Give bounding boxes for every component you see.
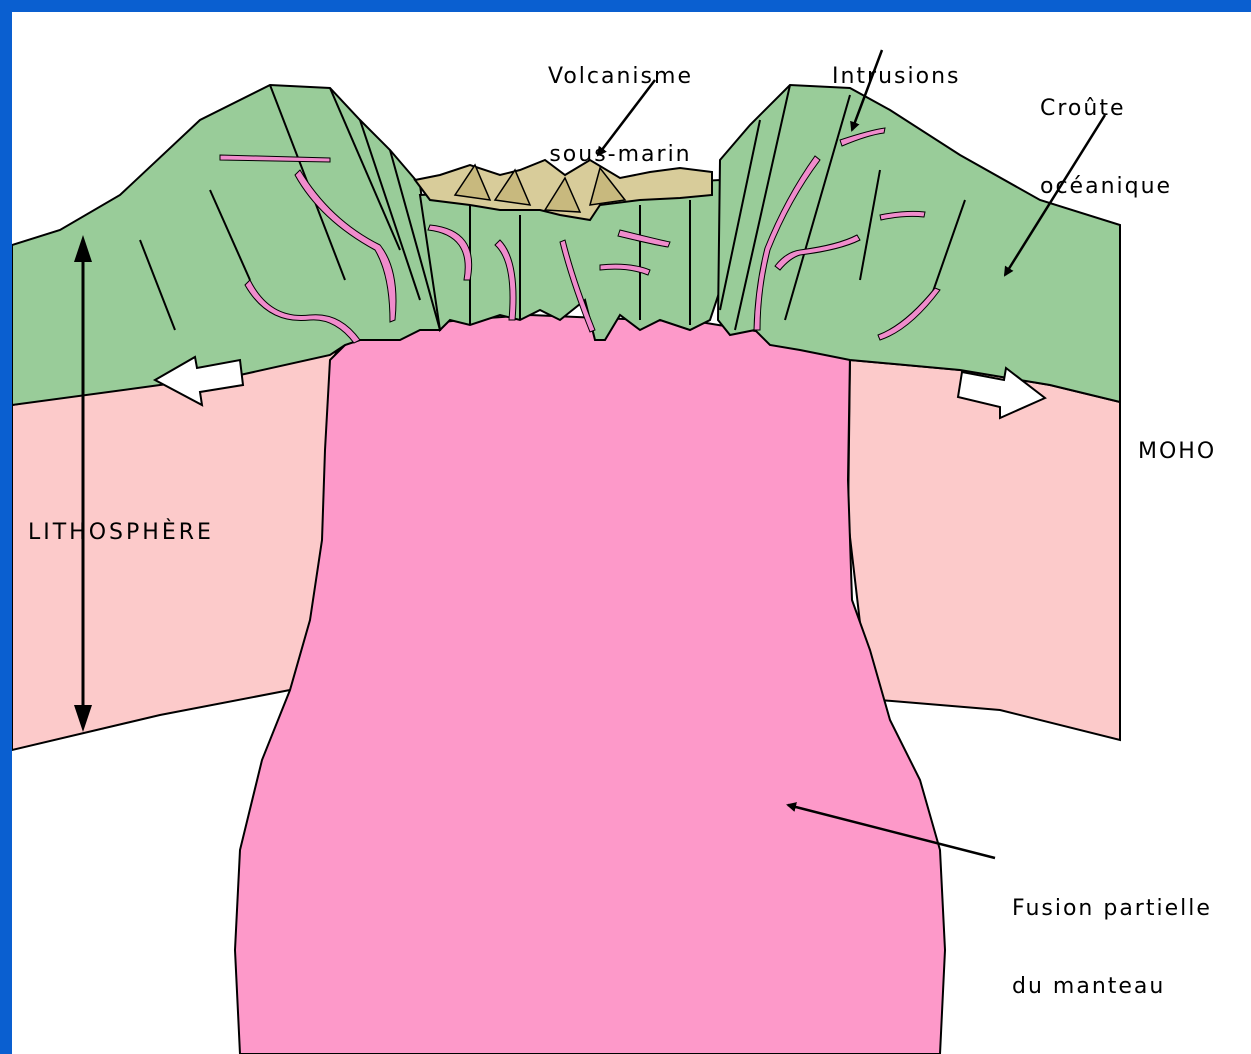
label-crust-line2: océanique (1040, 174, 1172, 200)
lithospheric-mantle-right (848, 360, 1120, 740)
label-fusion-line2: du manteau (1012, 974, 1212, 1000)
diagram-frame: Volcanisme sous-marin Intrusions Croûte … (12, 12, 1251, 1054)
label-fusion-line1: Fusion partielle (1012, 896, 1212, 922)
label-moho: MOHO (1138, 387, 1216, 517)
label-intrusions: Intrusions (832, 12, 961, 142)
label-partial-melting: Fusion partielle du manteau (1012, 844, 1212, 1052)
label-lithosphere: LITHOSPHÈRE (28, 468, 214, 598)
label-volcanism-line2: sous-marin (548, 142, 693, 168)
label-crust-line1: Croûte (1040, 96, 1172, 122)
label-volcanism-line1: Volcanisme (548, 64, 693, 90)
label-volcanism: Volcanisme sous-marin (548, 12, 693, 220)
label-oceanic-crust: Croûte océanique (1040, 44, 1172, 252)
partial-melt-column (235, 315, 945, 1054)
